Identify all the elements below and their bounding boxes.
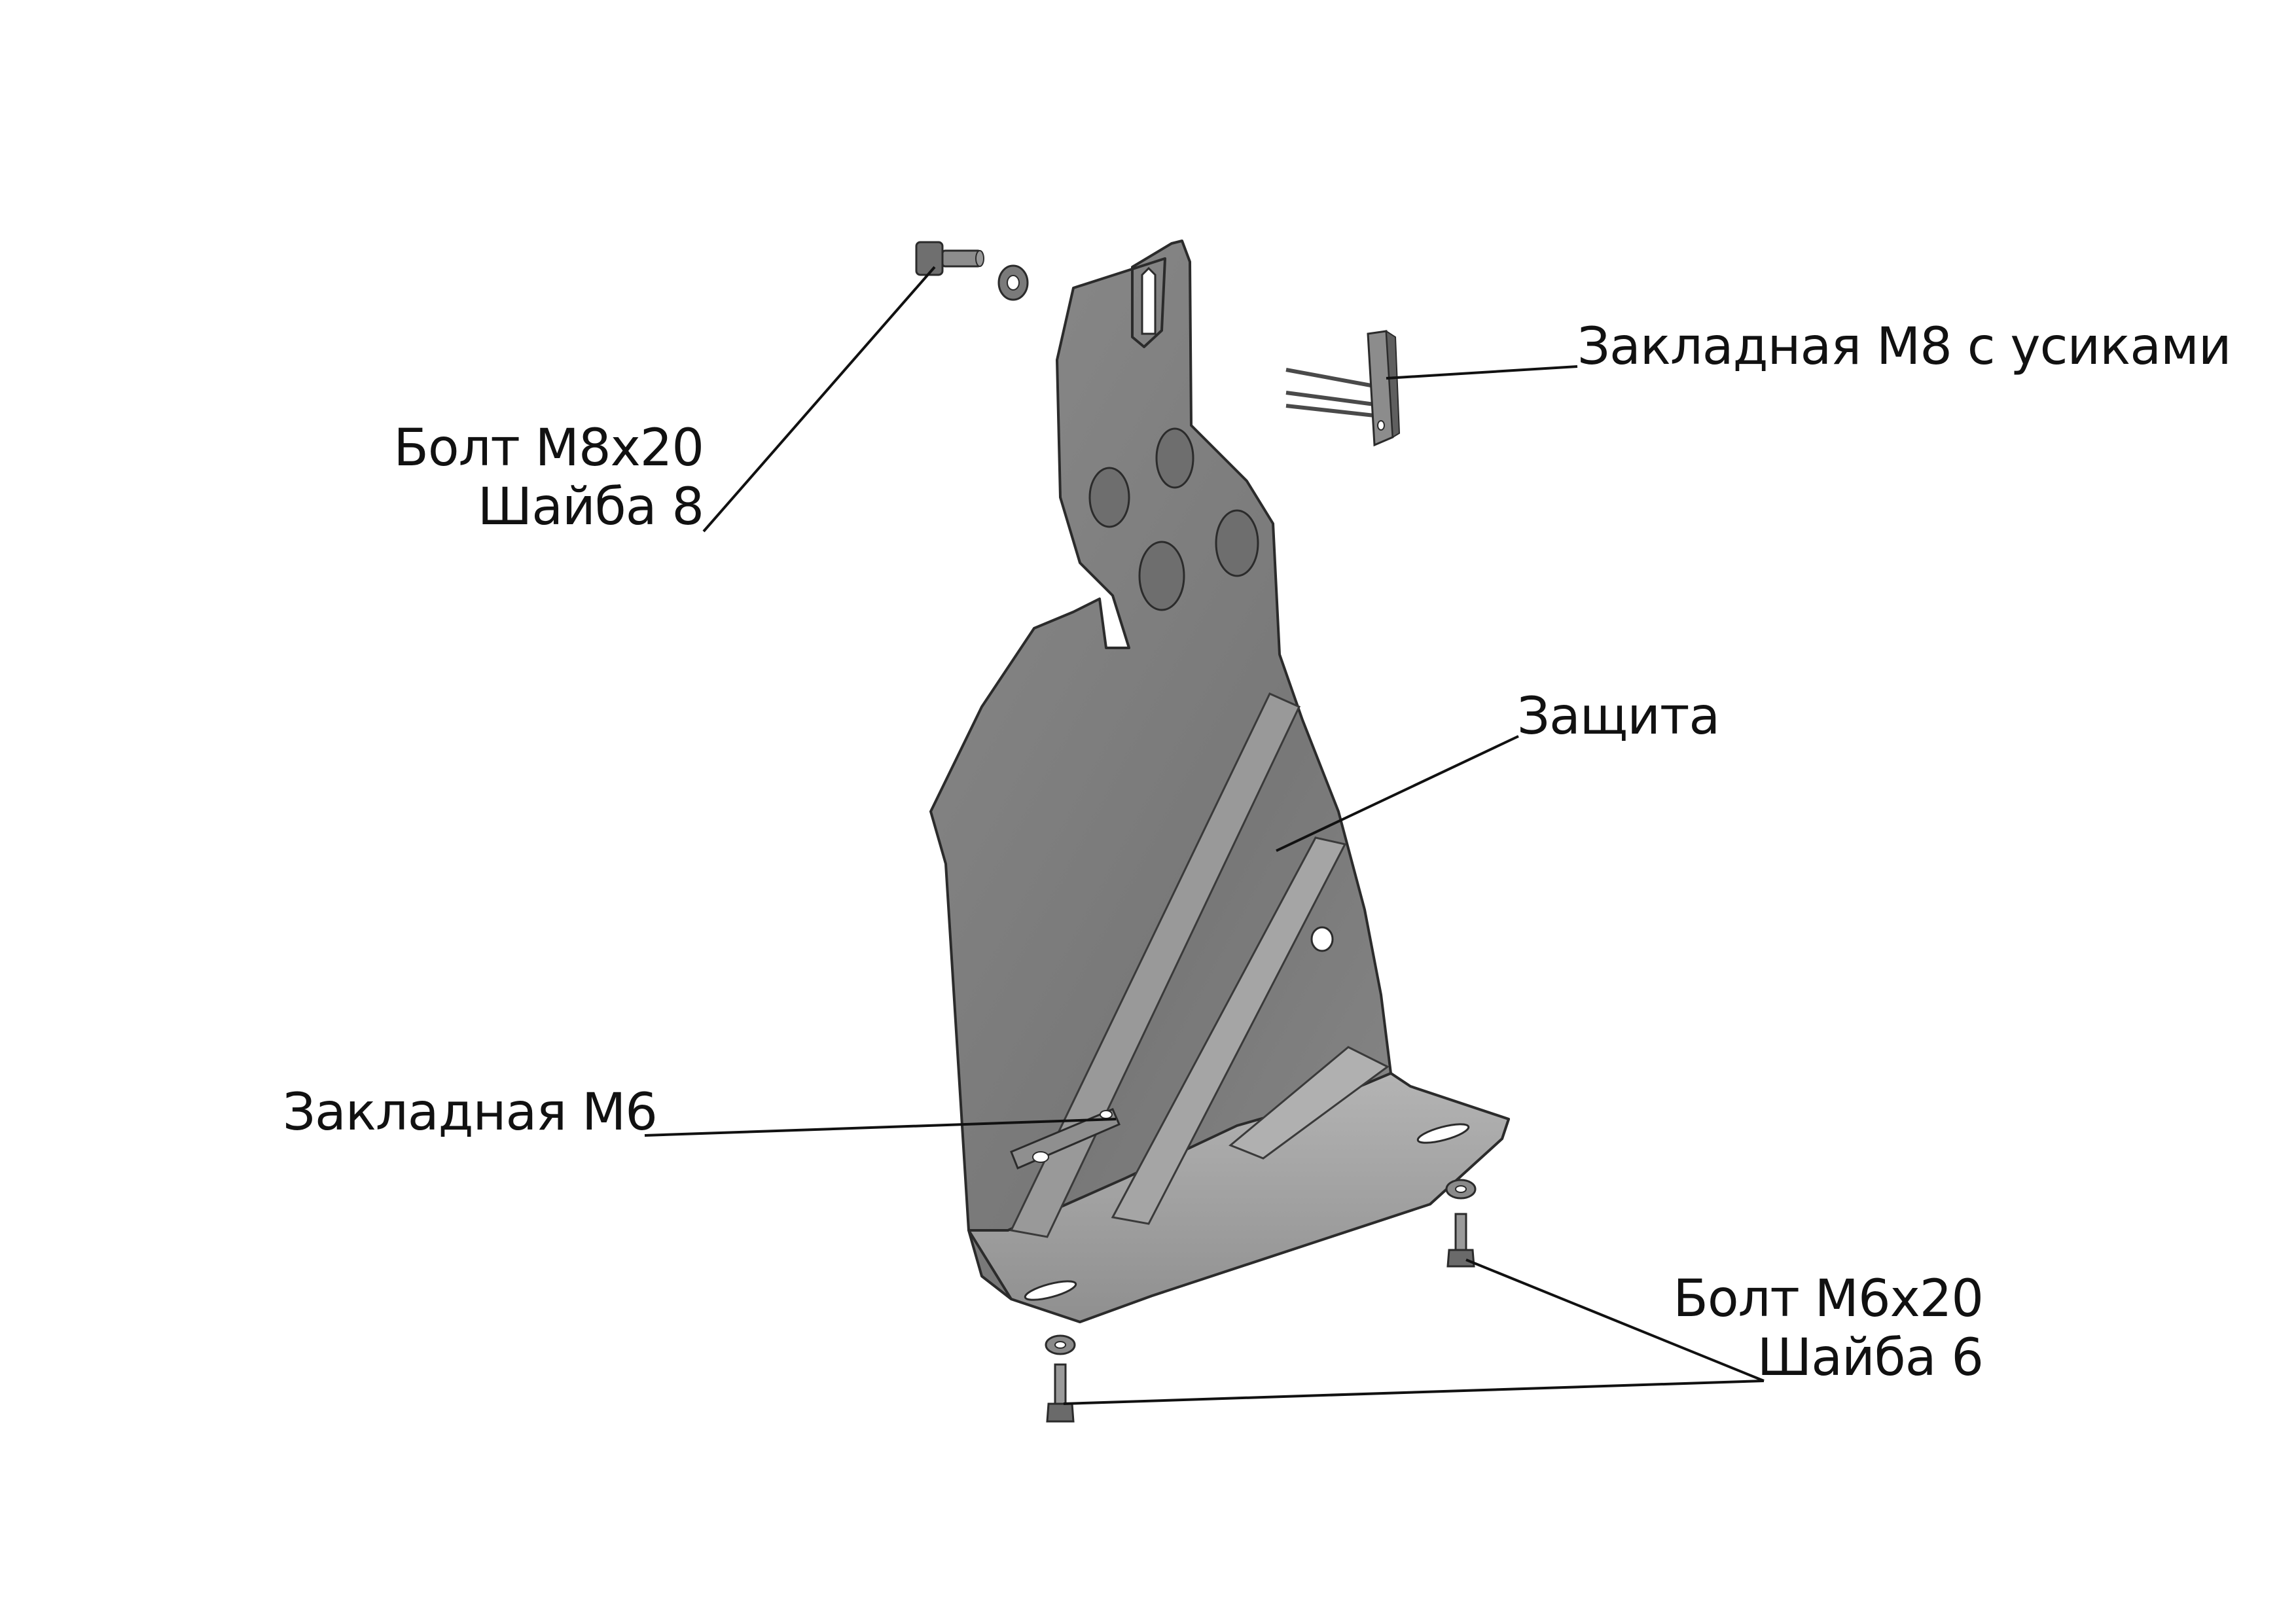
boss-3 — [1138, 541, 1185, 611]
flange-slot-right — [1416, 1123, 1470, 1144]
label-bolt-m8-line2: Шайба 8 — [477, 478, 704, 537]
label-insert-m8: Закладная M8 с усиками — [1577, 317, 2232, 376]
leader-insert-m8 — [1386, 365, 1578, 380]
boss-1 — [1088, 467, 1130, 528]
label-bolt-m8-line1: Болт M8x20 — [393, 419, 704, 478]
guard-rib-left — [1009, 692, 1301, 1238]
label-bolt-m6-line1: Болт M6x20 — [1673, 1270, 1984, 1329]
guard-rib-right — [1111, 836, 1347, 1225]
label-bolt-m6: Болт M6x20 Шайба 6 — [1617, 1270, 1984, 1387]
leader-bolt-m6-a — [1465, 1258, 1765, 1382]
leader-lines — [644, 266, 1765, 1405]
flange-slot-left — [1024, 1280, 1077, 1301]
washer-8-part — [997, 264, 1029, 301]
insert-m6-part — [1010, 1108, 1121, 1169]
label-guard-text: Защита — [1517, 687, 1720, 746]
leader-guard — [1276, 735, 1519, 852]
label-bolt-m8: Болт M8x20 Шайба 8 — [367, 419, 704, 537]
boss-4 — [1215, 509, 1259, 577]
label-insert-m6-text: Закладная M6 — [283, 1083, 658, 1142]
label-bolt-m6-line2: Шайба 6 — [1757, 1329, 1984, 1387]
guard-rib-flange — [1229, 1046, 1390, 1160]
boss-2 — [1155, 427, 1194, 489]
leader-bolt-m8 — [702, 266, 936, 533]
guard-plate — [929, 240, 1510, 1323]
label-insert-m8-text: Закладная M8 с усиками — [1577, 317, 2232, 376]
leader-bolt-m6-b — [1063, 1380, 1765, 1405]
leader-insert-m6 — [644, 1118, 1117, 1137]
bolt-m6-left-part — [1045, 1334, 1076, 1423]
side-hole — [1310, 926, 1334, 952]
bolt-m6-right-part — [1445, 1179, 1477, 1268]
top-slot — [1141, 266, 1157, 335]
label-insert-m6: Закладная M6 — [283, 1083, 658, 1142]
insert-m8-part — [1285, 330, 1401, 447]
label-guard: Защита — [1517, 687, 1720, 746]
bolt-m8-part — [915, 241, 984, 276]
